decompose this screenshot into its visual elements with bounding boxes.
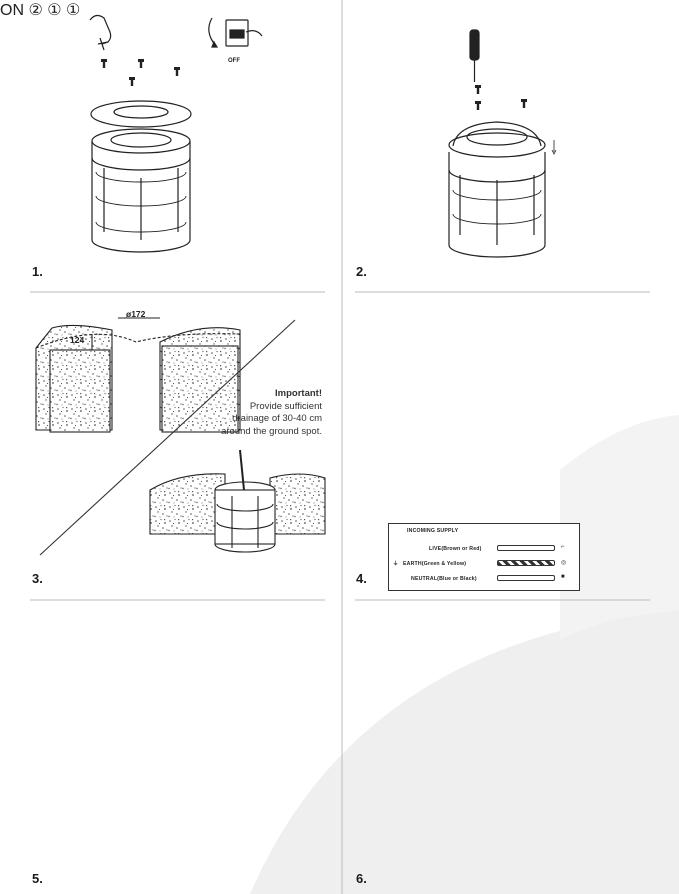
wiring-earth-label: EARTH(Green & Yellow) [403, 561, 467, 567]
wire-live-terminal: ⌐ [561, 544, 565, 550]
panel-dividers [30, 0, 650, 894]
panel-2-screw-cover [448, 29, 557, 258]
step-number-6: 6. [356, 871, 367, 886]
switch-on-label: ON [0, 2, 24, 19]
switch-off-label: OFF [228, 58, 240, 64]
important-title: Important! [275, 388, 322, 399]
step-number-4: 4. [356, 571, 367, 586]
important-line-2: drainage of 30-40 cm [232, 413, 322, 424]
wire-neutral-terminal: ■ [561, 574, 565, 580]
important-note: Important! Provide sufficient drainage o… [196, 388, 322, 438]
earth-symbol-icon: ⏚ [393, 561, 399, 567]
step-number-2: 2. [356, 264, 367, 279]
wiring-legend: INCOMING SUPPLY LIVE(Brown or Red) ⌐ ⏚ E… [388, 523, 580, 591]
callout-two: ② [28, 2, 43, 19]
panel-1-remove-cover [89, 14, 263, 253]
important-line-1: Provide sufficient [249, 400, 322, 412]
step-number-1: 1. [32, 264, 43, 279]
wiring-live-label: LIVE(Brown or Red) [429, 546, 482, 552]
wiring-neutral-label: NEUTRAL(Blue or Black) [411, 576, 477, 582]
dimension-diameter: ø172 [126, 309, 146, 319]
wire-earth-terminal: ◎ [561, 560, 567, 566]
panel-3-ground-hole [35, 317, 326, 556]
step-number-3: 3. [32, 571, 43, 586]
wire-earth [497, 560, 555, 566]
callout-one-right: ① [66, 2, 81, 19]
wiring-title: INCOMING SUPPLY [407, 528, 459, 534]
wire-neutral [497, 575, 555, 581]
important-line-3: around the ground spot. [221, 425, 322, 437]
callout-one: ① [47, 2, 62, 19]
dimension-depth: 124 [70, 335, 84, 345]
wire-live [497, 545, 555, 551]
step-number-5: 5. [32, 871, 43, 886]
